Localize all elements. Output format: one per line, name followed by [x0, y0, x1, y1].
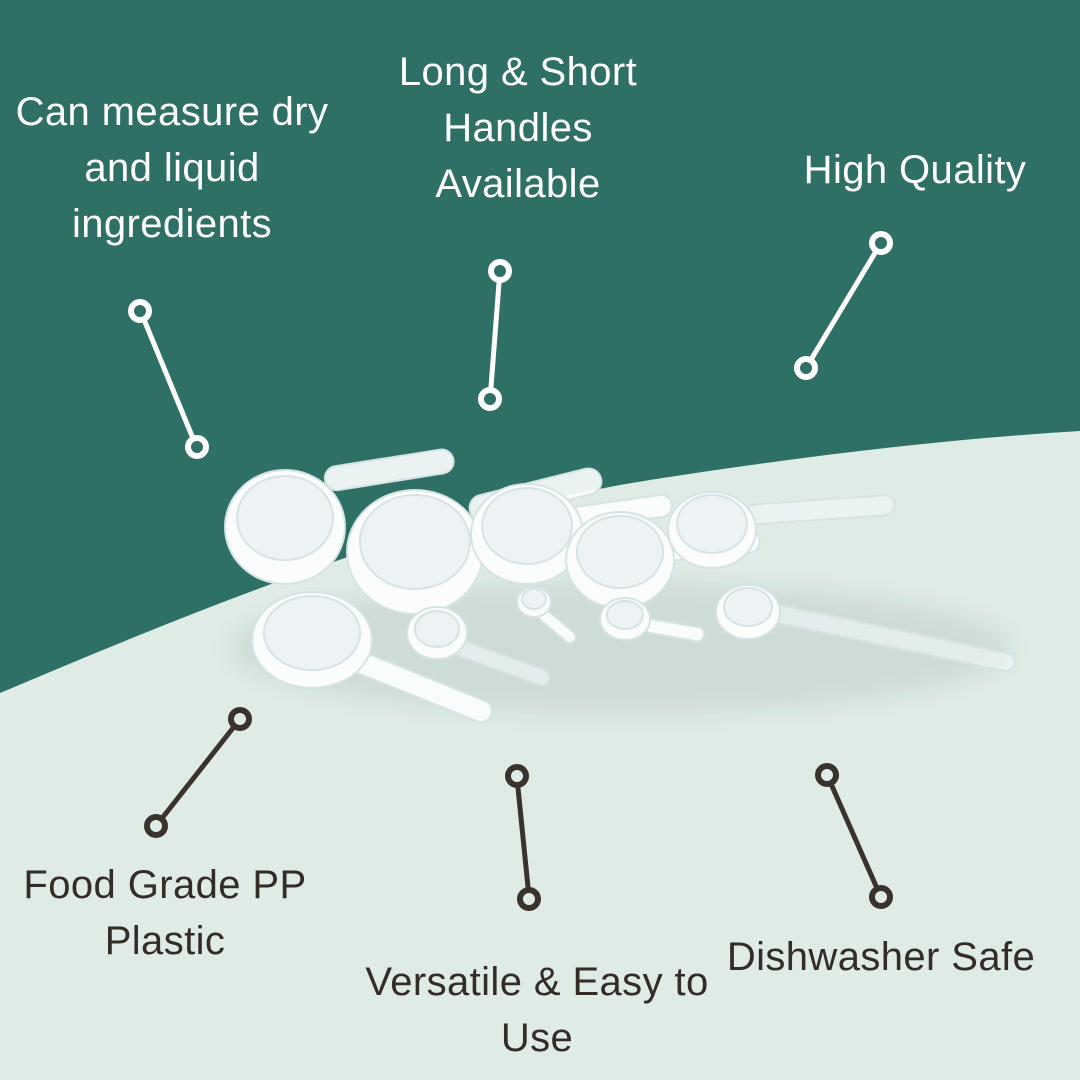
- connectors-light: [128, 231, 893, 459]
- callout-versatile-easy: Versatile & Easy to Use: [327, 954, 747, 1066]
- measuring-scoops-group: [224, 448, 1016, 724]
- measuring-scoop-large: [251, 591, 493, 724]
- callout-line: Can measure dry: [15, 90, 329, 134]
- measuring-spoon-tiny: [516, 586, 577, 645]
- connector-food-grade: [144, 707, 252, 838]
- callout-line: ingredients: [71, 202, 273, 246]
- measuring-spoon-small-2: [599, 597, 706, 643]
- measuring-cup-1: [224, 448, 455, 585]
- callout-food-grade-plastic: Food Grade PP Plastic: [0, 857, 330, 969]
- callout-line: Food Grade PP: [23, 863, 307, 907]
- connector-dishwasher: [815, 763, 893, 909]
- callout-line: High Quality: [803, 148, 1027, 192]
- measuring-spoon-long-handle: [715, 584, 1016, 673]
- callout-dishwasher-safe: Dishwasher Safe: [691, 929, 1071, 985]
- callout-line: Dishwasher Safe: [726, 935, 1036, 979]
- callout-line: Use: [500, 1016, 574, 1060]
- callout-high-quality: High Quality: [760, 142, 1070, 198]
- connector-measure: [128, 299, 209, 459]
- measuring-cup-5-long-handle: [667, 491, 896, 569]
- callout-line: and liquid: [84, 146, 260, 190]
- callout-line: Available: [435, 162, 601, 206]
- callout-line: Plastic: [104, 919, 226, 963]
- measuring-spoon-small-1: [406, 606, 551, 687]
- connector-handles: [478, 259, 512, 411]
- connector-versatile: [505, 764, 541, 911]
- callout-line: Long & Short: [398, 50, 638, 94]
- connector-quality: [794, 231, 893, 380]
- callout-line: Handles: [443, 106, 593, 150]
- callout-measure-ingredients: Can measure dry and liquid ingredients: [0, 84, 344, 252]
- callout-line: Versatile & Easy to: [365, 960, 709, 1004]
- connectors-dark: [144, 707, 893, 911]
- callout-handles-available: Long & Short Handles Available: [338, 44, 698, 212]
